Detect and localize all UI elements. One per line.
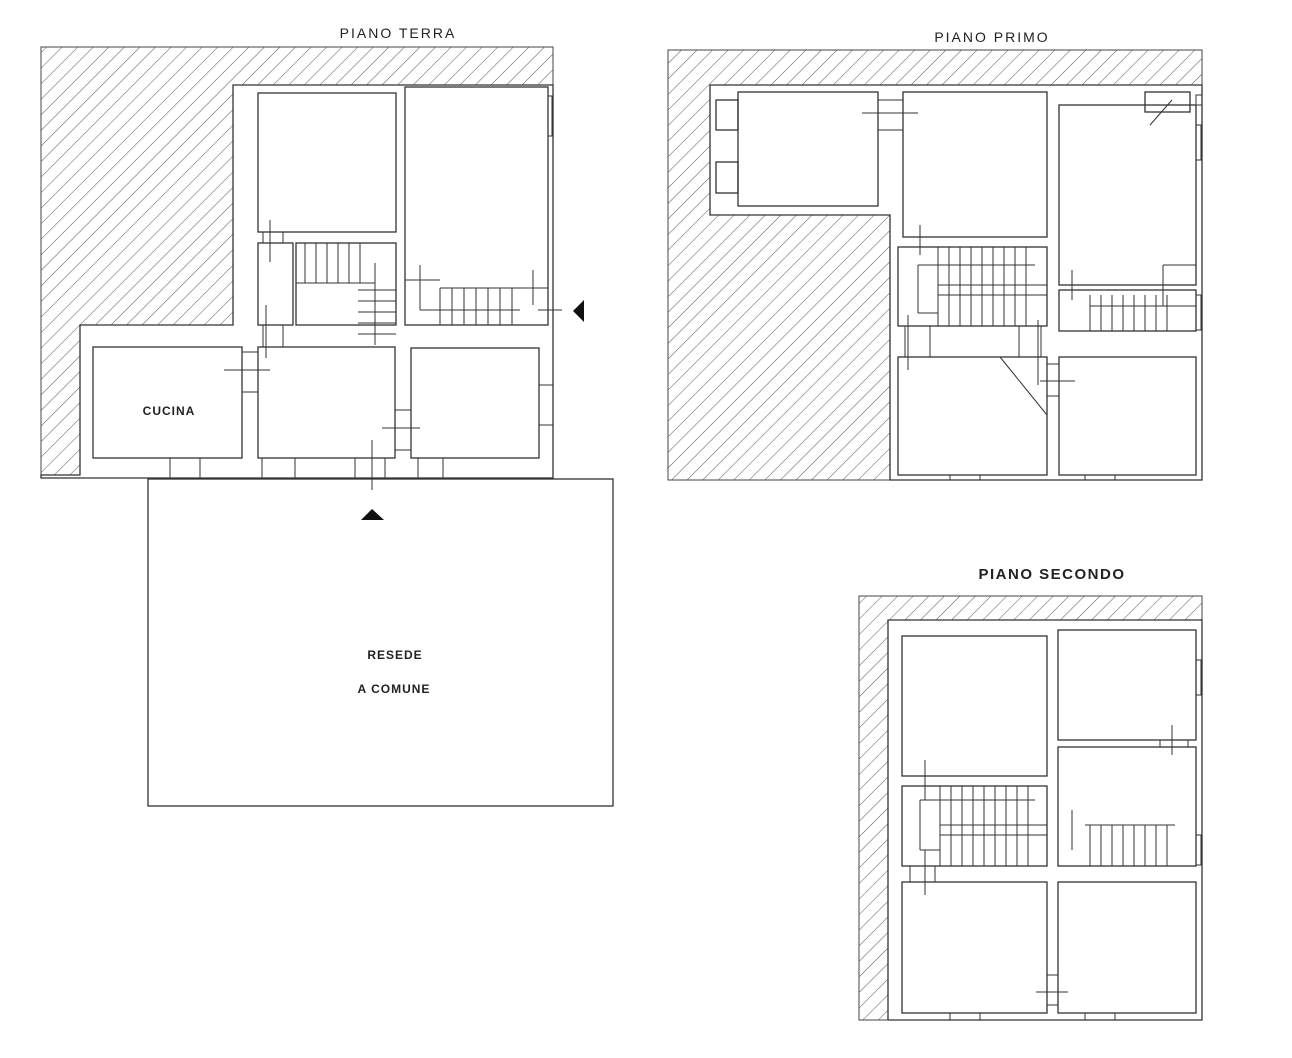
- room: [1058, 356, 1197, 476]
- corridor: [257, 242, 294, 326]
- room: [1057, 881, 1197, 1014]
- hatched-wall-area: [858, 595, 1203, 1021]
- staircase: [897, 246, 1048, 327]
- second-floor-title: PIANO SECONDO: [978, 566, 1125, 583]
- bed-niche: [715, 99, 739, 131]
- room: [901, 881, 1048, 1014]
- room: [257, 92, 397, 233]
- yard-label-line1: RESEDE: [367, 648, 422, 662]
- building-outline: [709, 84, 1203, 481]
- room: [1058, 104, 1197, 286]
- ground-floor-plan: PIANO TERRA CUCINA RESEDE A COMUNE: [40, 25, 614, 807]
- stair-treads: [917, 247, 1196, 331]
- door-marks: [909, 659, 1202, 1021]
- building-outline: [887, 619, 1203, 1021]
- building-outline: [40, 84, 554, 479]
- room: [410, 347, 540, 459]
- chimney: [1144, 91, 1191, 113]
- staircase: [901, 785, 1048, 867]
- room: [902, 91, 1048, 238]
- door-swing: [999, 356, 1048, 416]
- staircase: [295, 242, 397, 326]
- kitchen-label: CUCINA: [143, 404, 196, 418]
- staircase: [1058, 289, 1197, 332]
- door-marks: [169, 95, 562, 490]
- stair-treads: [296, 243, 548, 345]
- hatched-wall-area: [40, 46, 554, 476]
- room-kitchen: [92, 346, 243, 459]
- room: [901, 635, 1048, 777]
- first-floor-plan: PIANO PRIMO: [667, 29, 1203, 481]
- entrance-arrow-icon: [573, 300, 584, 322]
- entrance-arrow-icon: [361, 509, 384, 520]
- shared-yard: [147, 478, 614, 807]
- room: [1057, 746, 1197, 867]
- bed-niche: [715, 161, 739, 194]
- ground-floor-title: PIANO TERRA: [340, 25, 457, 41]
- door-marks: [862, 94, 1203, 481]
- room: [897, 356, 1048, 476]
- yard-label-line2: A COMUNE: [358, 682, 431, 696]
- stair-treads: [919, 786, 1175, 866]
- room: [1057, 629, 1197, 741]
- first-floor-title: PIANO PRIMO: [934, 29, 1049, 45]
- room: [257, 346, 396, 459]
- room: [737, 91, 879, 207]
- second-floor-plan: PIANO SECONDO: [858, 566, 1203, 1021]
